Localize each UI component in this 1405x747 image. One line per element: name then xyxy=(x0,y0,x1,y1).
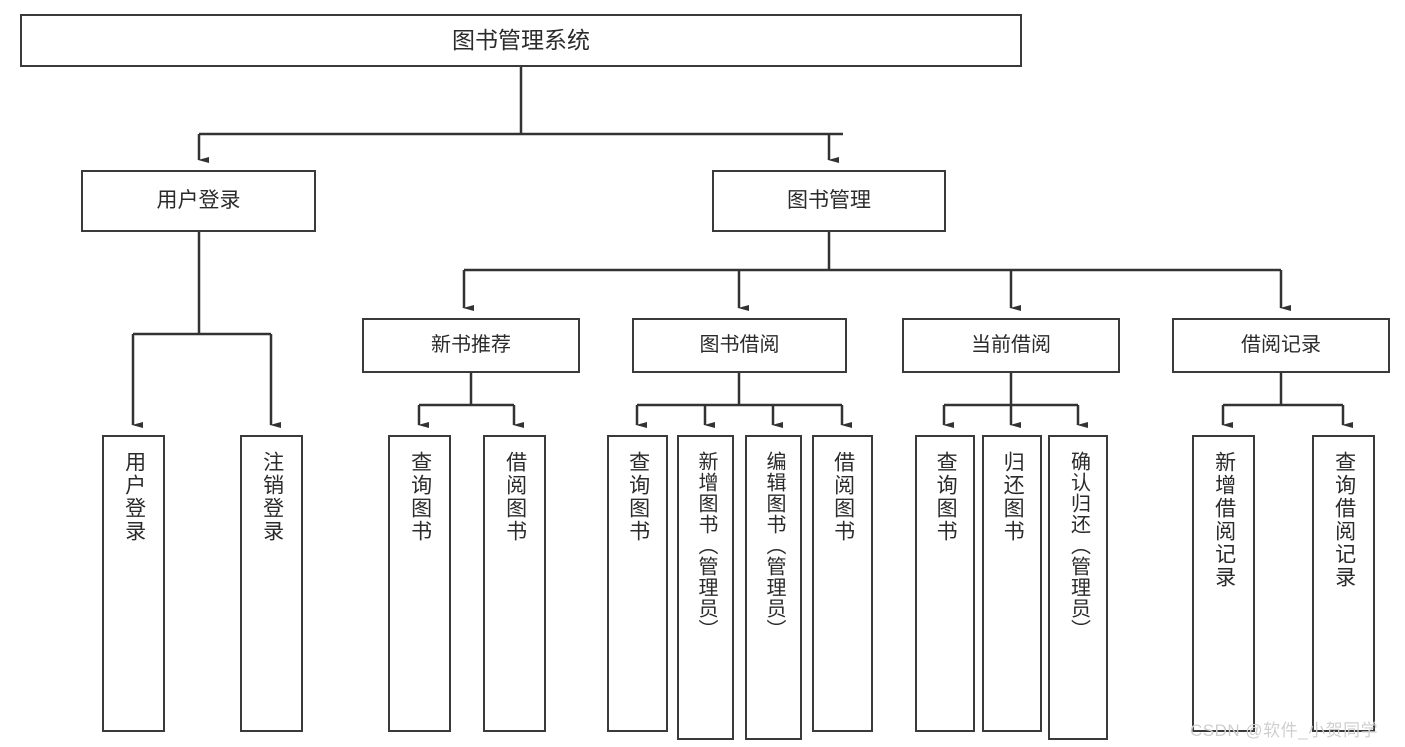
node-label: 查询借阅记录 xyxy=(1332,451,1356,589)
node-label: 新增图书（管理员） xyxy=(695,451,717,640)
node-label: 图书管理系统 xyxy=(452,27,590,54)
node-label: 查询图书 xyxy=(626,451,650,543)
leaf-add-book-admin[interactable]: 新增图书（管理员） xyxy=(677,435,734,740)
node-label: 图书借阅 xyxy=(699,334,780,356)
leaf-query-borrow-record[interactable]: 查询借阅记录 xyxy=(1312,435,1375,732)
leaf-user-login[interactable]: 用户登录 xyxy=(102,435,165,732)
leaf-borrow-book[interactable]: 借阅图书 xyxy=(812,435,873,732)
node-label: 借阅记录 xyxy=(1241,334,1321,356)
node-label: 用户登录 xyxy=(156,188,241,212)
leaf-query-book-borrow[interactable]: 查询图书 xyxy=(607,435,668,732)
leaf-add-borrow-record[interactable]: 新增借阅记录 xyxy=(1192,435,1255,732)
node-book-borrow[interactable]: 图书借阅 xyxy=(632,318,847,373)
node-label: 查询图书 xyxy=(934,451,958,543)
node-user-login[interactable]: 用户登录 xyxy=(81,170,316,232)
node-borrow-record[interactable]: 借阅记录 xyxy=(1172,318,1390,373)
leaf-edit-book-admin[interactable]: 编辑图书（管理员） xyxy=(745,435,802,740)
node-label: 确认归还（管理员） xyxy=(1067,451,1090,640)
node-label: 新增借阅记录 xyxy=(1212,451,1236,589)
node-label: 新书推荐 xyxy=(431,334,511,356)
leaf-query-book-recommend[interactable]: 查询图书 xyxy=(388,435,451,732)
leaf-confirm-return-admin[interactable]: 确认归还（管理员） xyxy=(1048,435,1108,740)
leaf-query-book-current[interactable]: 查询图书 xyxy=(915,435,975,732)
node-label: 归还图书 xyxy=(1001,451,1025,543)
node-label: 查询图书 xyxy=(408,451,432,543)
leaf-borrow-book-recommend[interactable]: 借阅图书 xyxy=(483,435,546,732)
node-book-management[interactable]: 图书管理 xyxy=(712,170,946,232)
node-current-borrow[interactable]: 当前借阅 xyxy=(902,318,1120,373)
node-root-system[interactable]: 图书管理系统 xyxy=(20,14,1022,67)
leaf-logout[interactable]: 注销登录 xyxy=(240,435,303,732)
node-label: 借阅图书 xyxy=(831,451,855,543)
node-label: 注销登录 xyxy=(260,451,284,543)
watermark-credit: CSDN @软件_小贺同学 xyxy=(1190,721,1379,740)
leaf-return-book[interactable]: 归还图书 xyxy=(982,435,1042,732)
node-label: 用户登录 xyxy=(122,451,146,543)
node-label: 图书管理 xyxy=(787,188,871,212)
node-label: 当前借阅 xyxy=(971,334,1051,356)
node-label: 编辑图书（管理员） xyxy=(763,451,785,640)
node-label: 借阅图书 xyxy=(503,451,527,543)
node-new-book-recommend[interactable]: 新书推荐 xyxy=(362,318,580,373)
